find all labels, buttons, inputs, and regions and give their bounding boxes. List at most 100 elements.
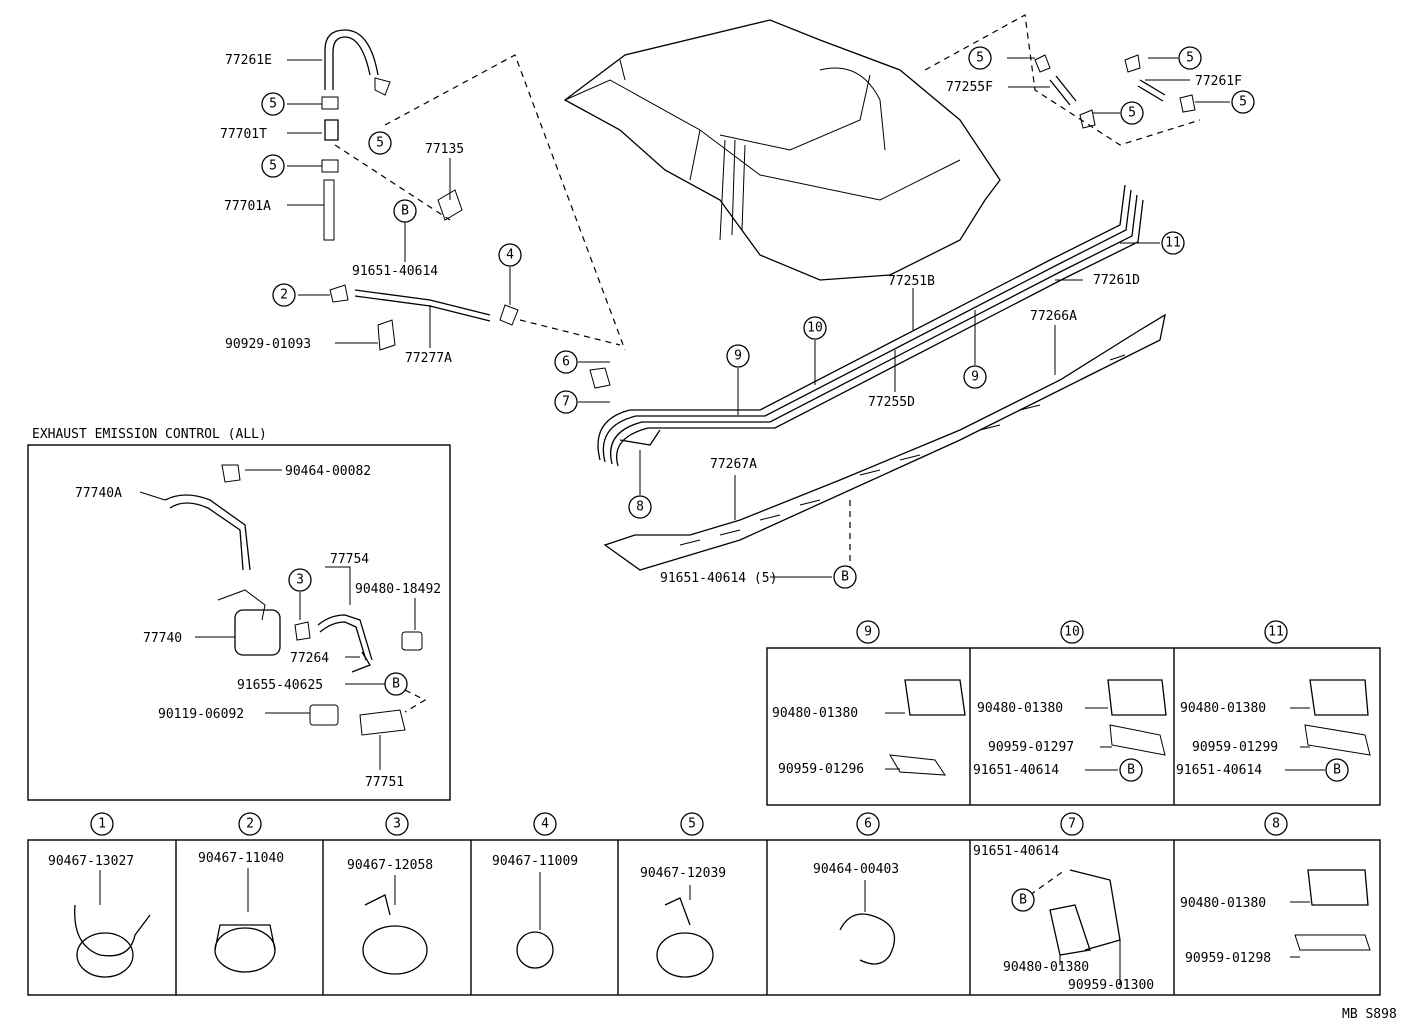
callout-9: 9 bbox=[963, 365, 987, 389]
label-b6: 90464-00403 bbox=[813, 862, 899, 877]
callout-5: 5 bbox=[968, 46, 992, 70]
callout-5: 5 bbox=[368, 131, 392, 155]
svg-text:11: 11 bbox=[1268, 625, 1284, 640]
label-b8-90480-01380: 90480-01380 bbox=[1180, 896, 1266, 911]
label-d10-91651-40614: 91651-40614 bbox=[973, 763, 1059, 778]
svg-text:6: 6 bbox=[562, 355, 570, 370]
svg-text:B: B bbox=[1333, 763, 1341, 778]
label-b7-91651-40614: 91651-40614 bbox=[973, 844, 1059, 859]
svg-text:5: 5 bbox=[1128, 106, 1136, 121]
callout-1: 1 bbox=[90, 812, 114, 836]
svg-text:4: 4 bbox=[506, 248, 514, 263]
label-77267A: 77267A bbox=[710, 457, 757, 472]
svg-text:B: B bbox=[1127, 763, 1135, 778]
label-91651-40614-5: 91651-40614 (5) bbox=[660, 571, 777, 586]
label-d10-90959-01297: 90959-01297 bbox=[988, 740, 1074, 755]
label-b8-90959-01298: 90959-01298 bbox=[1185, 951, 1271, 966]
callout-5: 5 bbox=[1231, 90, 1255, 114]
callout-B: B bbox=[1011, 888, 1035, 912]
svg-text:5: 5 bbox=[269, 159, 277, 174]
label-b7-90959-01300: 90959-01300 bbox=[1068, 978, 1154, 993]
callout-2: 2 bbox=[272, 283, 296, 307]
callout-2: 2 bbox=[238, 812, 262, 836]
label-d11-90959-01299: 90959-01299 bbox=[1192, 740, 1278, 755]
svg-text:B: B bbox=[392, 677, 400, 692]
svg-text:5: 5 bbox=[376, 136, 384, 151]
callout-4: 4 bbox=[498, 243, 522, 267]
label-77701T: 77701T bbox=[220, 127, 267, 142]
label-90119-06092: 90119-06092 bbox=[158, 707, 244, 722]
svg-text:5: 5 bbox=[1239, 95, 1247, 110]
label-b5: 90467-12039 bbox=[640, 866, 726, 881]
label-77255D: 77255D bbox=[868, 395, 915, 410]
svg-text:4: 4 bbox=[541, 817, 549, 832]
label-d9-90480-01380: 90480-01380 bbox=[772, 706, 858, 721]
callout-5: 5 bbox=[261, 154, 285, 178]
svg-text:5: 5 bbox=[269, 97, 277, 112]
svg-text:3: 3 bbox=[296, 573, 304, 588]
svg-text:11: 11 bbox=[1165, 236, 1181, 251]
callout-B: B bbox=[833, 565, 857, 589]
callout-11: 11 bbox=[1264, 620, 1288, 644]
label-b4: 90467-11009 bbox=[492, 854, 578, 869]
label-77740A: 77740A bbox=[75, 486, 122, 501]
callout-5: 5 bbox=[1120, 101, 1144, 125]
svg-text:7: 7 bbox=[1068, 817, 1076, 832]
callout-10: 10 bbox=[1060, 620, 1084, 644]
label-77261D: 77261D bbox=[1093, 273, 1140, 288]
protector-brackets bbox=[603, 313, 1166, 571]
svg-text:6: 6 bbox=[864, 817, 872, 832]
callout-3: 3 bbox=[288, 568, 312, 592]
label-77251B: 77251B bbox=[888, 274, 935, 289]
callout-5: 5 bbox=[261, 92, 285, 116]
svg-text:9: 9 bbox=[971, 370, 979, 385]
label-d11-91651-40614: 91651-40614 bbox=[1176, 763, 1262, 778]
callout-7: 7 bbox=[1060, 812, 1084, 836]
svg-text:1: 1 bbox=[98, 817, 106, 832]
label-77135: 77135 bbox=[425, 142, 464, 157]
label-77266A: 77266A bbox=[1030, 309, 1077, 324]
callout-6: 6 bbox=[856, 812, 880, 836]
svg-text:7: 7 bbox=[562, 395, 570, 410]
svg-text:B: B bbox=[1019, 893, 1027, 908]
exhaust-section-title: EXHAUST EMISSION CONTROL (ALL) bbox=[32, 427, 267, 442]
leader-lines bbox=[287, 57, 1230, 578]
callout-9: 9 bbox=[856, 620, 880, 644]
exhaust-emission-box bbox=[27, 444, 451, 801]
svg-text:9: 9 bbox=[734, 349, 742, 364]
bottom-clip-row bbox=[27, 839, 1381, 996]
label-b3: 90467-12058 bbox=[347, 858, 433, 873]
fuel-lines bbox=[597, 184, 1144, 467]
label-77277A: 77277A bbox=[405, 351, 452, 366]
label-77261F: 77261F bbox=[1195, 74, 1242, 89]
dashed-leaders bbox=[334, 14, 1201, 896]
callout-8: 8 bbox=[1264, 812, 1288, 836]
callout-6: 6 bbox=[554, 350, 578, 374]
hose-parts-top bbox=[321, 29, 1196, 389]
callout-B: B bbox=[393, 199, 417, 223]
callout-7: 7 bbox=[554, 390, 578, 414]
callout-5: 5 bbox=[680, 812, 704, 836]
callout-B: B bbox=[1119, 758, 1143, 782]
label-b1: 90467-13027 bbox=[48, 854, 134, 869]
label-90929-01093: 90929-01093 bbox=[225, 337, 311, 352]
label-90464-00082: 90464-00082 bbox=[285, 464, 371, 479]
svg-text:8: 8 bbox=[1272, 817, 1280, 832]
callout-3: 3 bbox=[385, 812, 409, 836]
label-77701A: 77701A bbox=[224, 199, 271, 214]
label-77264: 77264 bbox=[290, 651, 329, 666]
label-90480-18492: 90480-18492 bbox=[355, 582, 441, 597]
label-77751: 77751 bbox=[365, 775, 404, 790]
callout-8: 8 bbox=[628, 495, 652, 519]
label-77754: 77754 bbox=[330, 552, 369, 567]
svg-text:5: 5 bbox=[1186, 51, 1194, 66]
label-d9-90959-01296: 90959-01296 bbox=[778, 762, 864, 777]
callout-9: 9 bbox=[726, 344, 750, 368]
svg-text:2: 2 bbox=[246, 817, 254, 832]
footer-code: MB S898 bbox=[1342, 1007, 1397, 1022]
svg-text:2: 2 bbox=[280, 288, 288, 303]
part-labels: 77261E 77701T 77701A 77135 91651-40614 9… bbox=[32, 53, 1397, 1022]
callout-B: B bbox=[1325, 758, 1349, 782]
label-b7-90480-01380: 90480-01380 bbox=[1003, 960, 1089, 975]
